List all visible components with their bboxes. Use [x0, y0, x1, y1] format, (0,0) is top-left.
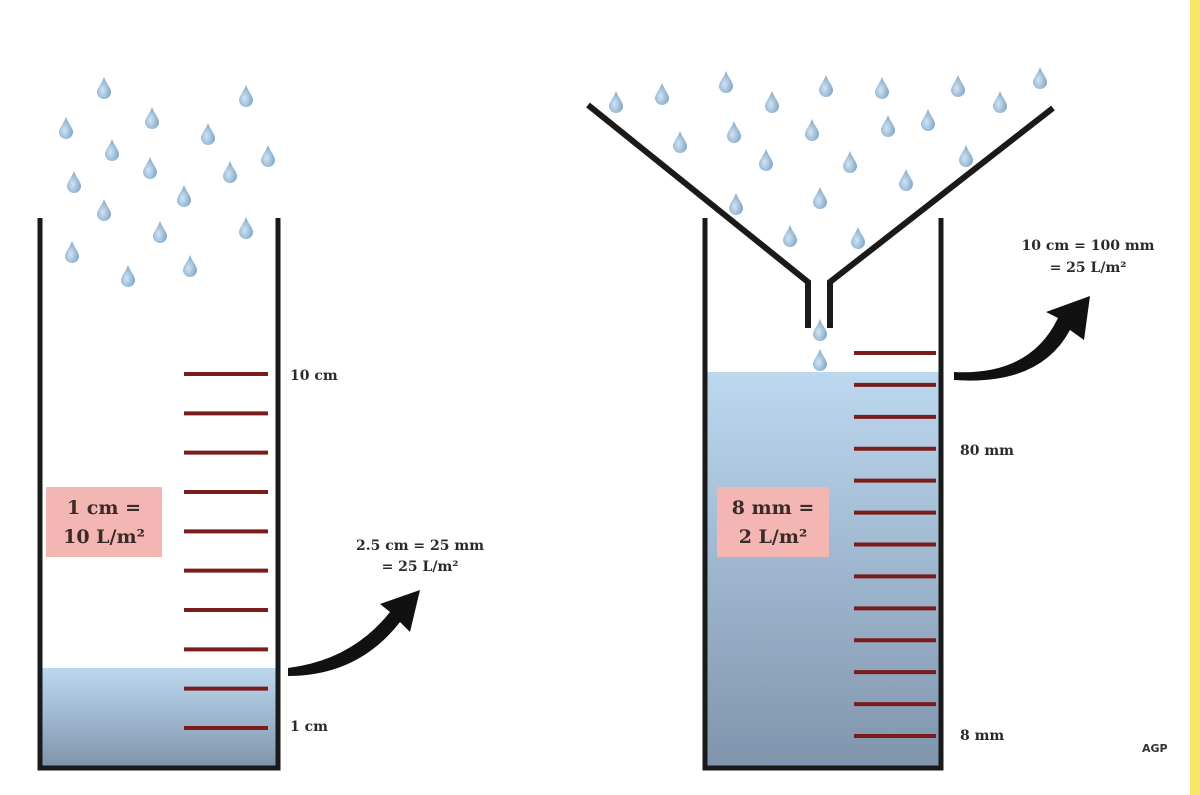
- rain-drop-icon: [765, 91, 779, 113]
- rain-drop-icon: [805, 119, 819, 141]
- rain-drop-icon: [875, 77, 889, 99]
- left-note-line2: = 25 L/m²: [382, 559, 459, 575]
- left-note-line1: 2.5 cm = 25 mm: [356, 538, 484, 554]
- right-ticks: [854, 351, 936, 738]
- rain-drop-icon: [727, 121, 741, 143]
- left-arrow: [288, 590, 420, 676]
- rain-drop-icon: [783, 225, 797, 247]
- rain-drop-icon: [729, 193, 743, 215]
- right-box-line1: 8 mm =: [732, 497, 815, 519]
- rain-drop-icon: [1033, 67, 1047, 89]
- credit: AGP: [1142, 742, 1168, 755]
- yellow-edge: [1190, 0, 1200, 795]
- right-label-mid: 80 mm: [960, 443, 1014, 459]
- rain-drop-icon: [239, 85, 253, 107]
- rain-drop-icon: [843, 151, 857, 173]
- rain-drop-icon: [959, 145, 973, 167]
- left-label-bottom: 1 cm: [290, 719, 328, 735]
- rain-drop-icon: [813, 319, 827, 341]
- rain-drop-icon: [851, 227, 865, 249]
- rain-drop-icon: [813, 349, 827, 371]
- rain-drop-icon: [813, 187, 827, 209]
- left-gauge: 10 cm 1 cm 1 cm = 10 L/m² 2.5 cm = 25 mm…: [37, 77, 484, 771]
- rain-drop-icon: [59, 117, 73, 139]
- rain-drop-icon: [819, 75, 833, 97]
- right-note-line1: 10 cm = 100 mm: [1022, 238, 1155, 254]
- left-box-line1: 1 cm =: [67, 497, 141, 519]
- left-equivalence-box: 1 cm = 10 L/m²: [46, 487, 162, 557]
- rain-drop-icon: [223, 161, 237, 183]
- rain-drop-icon: [759, 149, 773, 171]
- right-container: [702, 218, 944, 771]
- rain-drop-icon: [719, 71, 733, 93]
- rain-drop-icon: [145, 107, 159, 129]
- rain-drop-icon: [177, 185, 191, 207]
- rain-drop-icon: [239, 217, 253, 239]
- rain-drop-icon: [261, 145, 275, 167]
- rain-drop-icon: [67, 171, 81, 193]
- rain-drop-icon: [201, 123, 215, 145]
- rain-drop-icon: [97, 77, 111, 99]
- right-arrow: [954, 296, 1090, 381]
- right-funnel: [586, 102, 1055, 328]
- right-equivalence-box: 8 mm = 2 L/m²: [717, 487, 829, 557]
- left-box-line2: 10 L/m²: [63, 526, 145, 548]
- rain-drop-icon: [121, 265, 135, 287]
- left-label-top: 10 cm: [290, 368, 338, 384]
- left-water: [42, 668, 276, 766]
- rain-drop-icon: [97, 199, 111, 221]
- rain-drop-icon: [993, 91, 1007, 113]
- rain-drop-icon: [673, 131, 687, 153]
- left-container: [37, 218, 281, 771]
- right-rain-drops: [609, 67, 1047, 371]
- right-gauge: 80 mm 8 mm 8 mm = 2 L/m² 10 cm = 100 mm …: [586, 67, 1155, 771]
- right-box-line2: 2 L/m²: [739, 526, 808, 548]
- rain-drop-icon: [183, 255, 197, 277]
- rain-drop-icon: [105, 139, 119, 161]
- left-ticks: [184, 372, 268, 730]
- rain-drop-icon: [921, 109, 935, 131]
- left-rain-drops: [59, 77, 275, 287]
- rain-drop-icon: [153, 221, 167, 243]
- right-water: [707, 372, 939, 766]
- rain-drop-icon: [951, 75, 965, 97]
- rain-drop-icon: [65, 241, 79, 263]
- right-note-line2: = 25 L/m²: [1050, 260, 1127, 276]
- rain-drop-icon: [899, 169, 913, 191]
- rain-drop-icon: [655, 83, 669, 105]
- rain-drop-icon: [881, 115, 895, 137]
- rain-drop-icon: [143, 157, 157, 179]
- right-label-bottom: 8 mm: [960, 728, 1004, 744]
- rain-drop-icon: [609, 91, 623, 113]
